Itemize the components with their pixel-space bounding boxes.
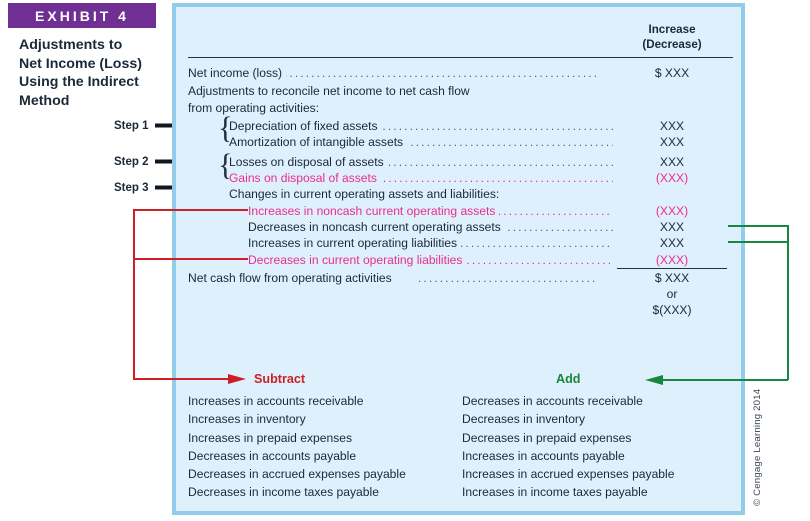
list-item: Decreases in accrued expenses payable: [188, 467, 406, 482]
row-amount: XXX: [617, 235, 727, 251]
row-leader: ...................................: [461, 253, 613, 267]
list-item: Increases in prepaid expenses: [188, 430, 353, 445]
red-connector-top: [133, 209, 255, 211]
exhibit-title-line-1: Adjustments to: [19, 37, 123, 53]
amount-column-header-line2: (Decrease): [642, 38, 702, 51]
statement-row: Amortization of intangible assets ......…: [0, 134, 727, 150]
list-item: Increases in income taxes payable: [462, 485, 648, 500]
green-connector-spine: [787, 225, 789, 380]
list-item: Decreases in inventory: [462, 412, 586, 427]
row-leader: ........................................…: [394, 135, 613, 149]
statement-row: Decreases in noncash current operating a…: [0, 219, 727, 235]
statement-row: Increases in noncash current operating a…: [0, 203, 727, 219]
exhibit-title-line-2: Net Income (Loss): [19, 55, 142, 72]
step-label-2: Step 2: [114, 156, 149, 168]
row-amount: (XXX): [617, 203, 727, 219]
copyright-notice: © Cengage Learning 2014: [752, 388, 763, 506]
exhibit-banner: EXHIBIT 4: [8, 3, 156, 28]
row-leader: ........................................…: [377, 119, 613, 133]
row-amount: $ XXX: [617, 270, 727, 286]
red-connector-bottom: [133, 378, 235, 380]
list-item: Increases in accrued expenses payable: [462, 467, 675, 482]
add-heading: Add: [556, 372, 581, 386]
green-connector-bottom: [655, 379, 788, 381]
statement-row: Net cash flow from operating activities …: [0, 270, 727, 286]
statement-row: Depreciation of fixed assets ...........…: [0, 118, 727, 134]
step-label-1: Step 1: [114, 120, 149, 132]
row-label: Net income (loss): [188, 65, 287, 81]
amount-column-header-line1: Increase: [648, 23, 696, 36]
row-amount: XXX: [617, 219, 727, 235]
row-amount: (XXX): [617, 170, 727, 186]
statement-row: Net income (loss) ......................…: [0, 65, 727, 81]
row-label: Amortization of intangible assets: [229, 134, 408, 150]
statement-row: from operating activities:: [0, 100, 545, 116]
row-leader: .................................: [418, 271, 598, 285]
row-label: Depreciation of fixed assets: [229, 118, 382, 134]
list-item: Increases in inventory: [188, 412, 306, 427]
subtract-list: Increases in accounts receivable Increas…: [188, 392, 406, 502]
row-leader: ........................................…: [372, 171, 613, 185]
subtract-heading: Subtract: [254, 372, 306, 386]
red-connector-spine: [133, 209, 135, 379]
add-list: Decreases in accounts receivable Decreas…: [462, 392, 674, 502]
exhibit-title: Adjustments to Net Income (Loss) Using t…: [19, 36, 164, 110]
list-item: Decreases in prepaid expenses: [462, 430, 632, 445]
subtract-arrowhead-icon: [228, 374, 246, 384]
green-connector-top: [728, 225, 788, 227]
statement-row: Adjustments to reconcile net income to n…: [0, 83, 545, 99]
red-connector-mid: [133, 258, 255, 260]
list-item: Decreases in income taxes payable: [188, 485, 379, 500]
row-amount: (XXX): [617, 252, 727, 269]
list-item: Decreases in accounts receivable: [462, 394, 643, 408]
row-leader: ........................................…: [284, 66, 600, 80]
statement-row: Increases in current operating liabiliti…: [0, 235, 727, 251]
row-leader: ...............................: [491, 220, 613, 234]
row-label: Adjustments to reconcile net income to n…: [188, 83, 474, 99]
row-label: Decreases in noncash current operating a…: [248, 219, 505, 235]
row-label: Increases in current operating liabiliti…: [248, 235, 462, 251]
row-label: Net cash flow from operating activities: [188, 270, 396, 286]
row-leader: ........................................…: [377, 155, 613, 169]
add-arrowhead-icon: [645, 375, 663, 385]
row-label: Changes in current operating assets and …: [229, 186, 504, 202]
row-label: Losses on disposal of assets: [229, 154, 388, 170]
list-item: Decreases in accounts payable: [188, 448, 357, 463]
row-leader: ...............................: [487, 204, 613, 218]
header-rule: [188, 57, 733, 58]
statement-row: Gains on disposal of assets ............…: [0, 170, 727, 186]
row-amount: XXX: [617, 134, 727, 150]
list-item: Increases in accounts receivable: [188, 394, 364, 408]
list-item: Increases in accounts payable: [462, 448, 625, 463]
green-connector-mid: [728, 241, 788, 243]
exhibit-title-line-4: Method: [19, 92, 70, 109]
statement-row: Decreases in current operating liabiliti…: [0, 252, 727, 269]
trailing-amount-negative: $(XXX): [652, 303, 692, 317]
row-label: from operating activities:: [188, 100, 324, 116]
row-amount: XXX: [617, 154, 727, 170]
statement-row: Losses on disposal of assets ...........…: [0, 154, 727, 170]
row-leader: ...................................: [460, 236, 613, 250]
row-label: Gains on disposal of assets: [229, 170, 381, 186]
statement-row: Changes in current operating assets and …: [0, 186, 545, 202]
exhibit-title-line-3: Using the Indirect: [19, 74, 139, 91]
row-amount: XXX: [617, 118, 727, 134]
trailing-amount-or: or: [666, 287, 678, 301]
row-label: Decreases in current operating liabiliti…: [248, 252, 467, 268]
row-amount: $ XXX: [617, 65, 727, 81]
step-label-3: Step 3: [114, 182, 149, 194]
row-label: Increases in noncash current operating a…: [248, 203, 500, 219]
